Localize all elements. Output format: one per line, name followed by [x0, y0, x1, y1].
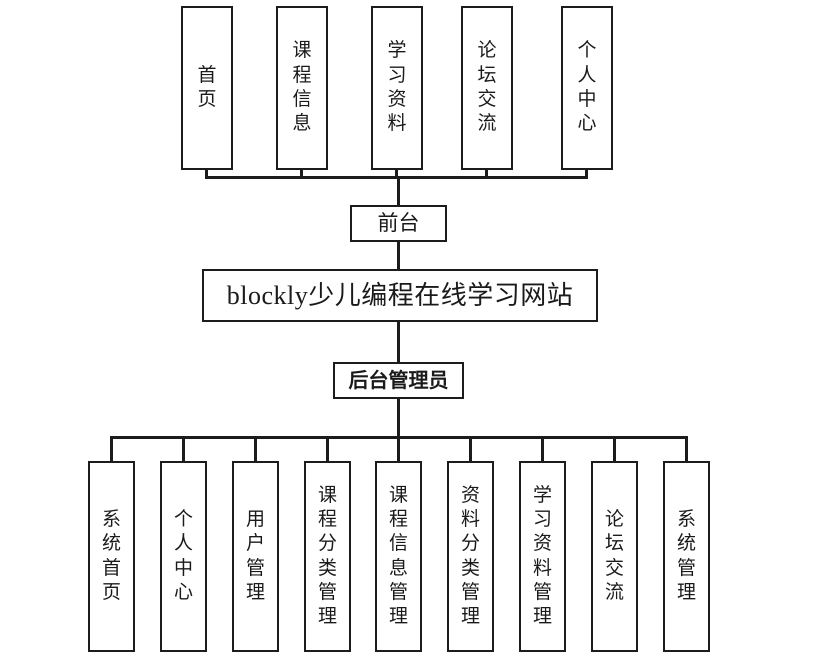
frontend-module-box-2[interactable]: 课 程 信 息	[276, 6, 328, 170]
frontend-module-label-5: 个 人 中 心	[577, 40, 597, 135]
backend-module-label-3: 用 户 管 理	[245, 508, 265, 603]
root-system-label: blockly少儿编程在线学习网站	[226, 280, 574, 310]
frontend-role-label: 前台	[377, 211, 420, 235]
frontend-module-label-1: 首 页	[197, 64, 217, 110]
backend-module-label-4: 课 程 分 类 管 理	[317, 484, 337, 628]
backend-module-label-2: 个 人 中 心	[173, 508, 193, 603]
frontend-module-label-4: 论 坛 交 流	[477, 40, 497, 135]
root-system-box[interactable]: blockly少儿编程在线学习网站	[202, 269, 598, 322]
backend-module-label-6: 资 料 分 类 管 理	[460, 484, 480, 628]
connector-backend-stub-5	[397, 436, 400, 461]
connector-backend-stub-6	[469, 436, 472, 461]
backend-module-box-2[interactable]: 个 人 中 心	[160, 461, 207, 652]
frontend-module-box-4[interactable]: 论 坛 交 流	[461, 6, 513, 170]
backend-module-box-4[interactable]: 课 程 分 类 管 理	[304, 461, 351, 652]
connector-frontend-bus	[205, 176, 588, 179]
connector-bus-to-frontend-role	[397, 176, 400, 206]
connector-frontend-stub-1	[205, 170, 208, 177]
connector-backend-stub-4	[326, 436, 329, 461]
backend-role-box[interactable]: 后台管理员	[333, 362, 464, 399]
connector-frontend-stub-3	[395, 170, 398, 177]
backend-module-label-8: 论 坛 交 流	[604, 508, 624, 603]
connector-backend-stub-2	[182, 436, 185, 461]
frontend-module-box-5[interactable]: 个 人 中 心	[561, 6, 613, 170]
backend-module-box-6[interactable]: 资 料 分 类 管 理	[447, 461, 494, 652]
connector-backend-stub-8	[613, 436, 616, 461]
backend-module-box-8[interactable]: 论 坛 交 流	[591, 461, 638, 652]
backend-module-box-1[interactable]: 系 统 首 页	[88, 461, 135, 652]
connector-backend-stub-9	[685, 436, 688, 461]
connector-frontend-stub-4	[485, 170, 488, 177]
backend-module-label-7: 学 习 资 料 管 理	[532, 484, 552, 628]
connector-backend-stub-3	[254, 436, 257, 461]
backend-module-label-9: 系 统 管 理	[676, 508, 696, 603]
connector-root-to-backend-role	[397, 322, 400, 363]
backend-role-label: 后台管理员	[348, 369, 449, 392]
frontend-module-label-2: 课 程 信 息	[292, 40, 312, 135]
frontend-role-box[interactable]: 前台	[350, 205, 447, 242]
backend-module-label-5: 课 程 信 息 管 理	[388, 484, 408, 628]
backend-module-box-7[interactable]: 学 习 资 料 管 理	[519, 461, 566, 652]
backend-module-label-1: 系 统 首 页	[101, 508, 121, 603]
backend-module-box-9[interactable]: 系 统 管 理	[663, 461, 710, 652]
connector-frontend-stub-2	[300, 170, 303, 177]
backend-module-box-5[interactable]: 课 程 信 息 管 理	[375, 461, 422, 652]
frontend-module-label-3: 学 习 资 料	[387, 40, 407, 135]
frontend-module-box-3[interactable]: 学 习 资 料	[371, 6, 423, 170]
connector-frontend-role-to-root	[397, 242, 400, 270]
connector-backend-stub-7	[541, 436, 544, 461]
frontend-module-box-1[interactable]: 首 页	[181, 6, 233, 170]
connector-backend-role-to-bus	[397, 399, 400, 439]
backend-module-box-3[interactable]: 用 户 管 理	[232, 461, 279, 652]
connector-backend-stub-1	[110, 436, 113, 461]
connector-frontend-stub-5	[585, 170, 588, 177]
